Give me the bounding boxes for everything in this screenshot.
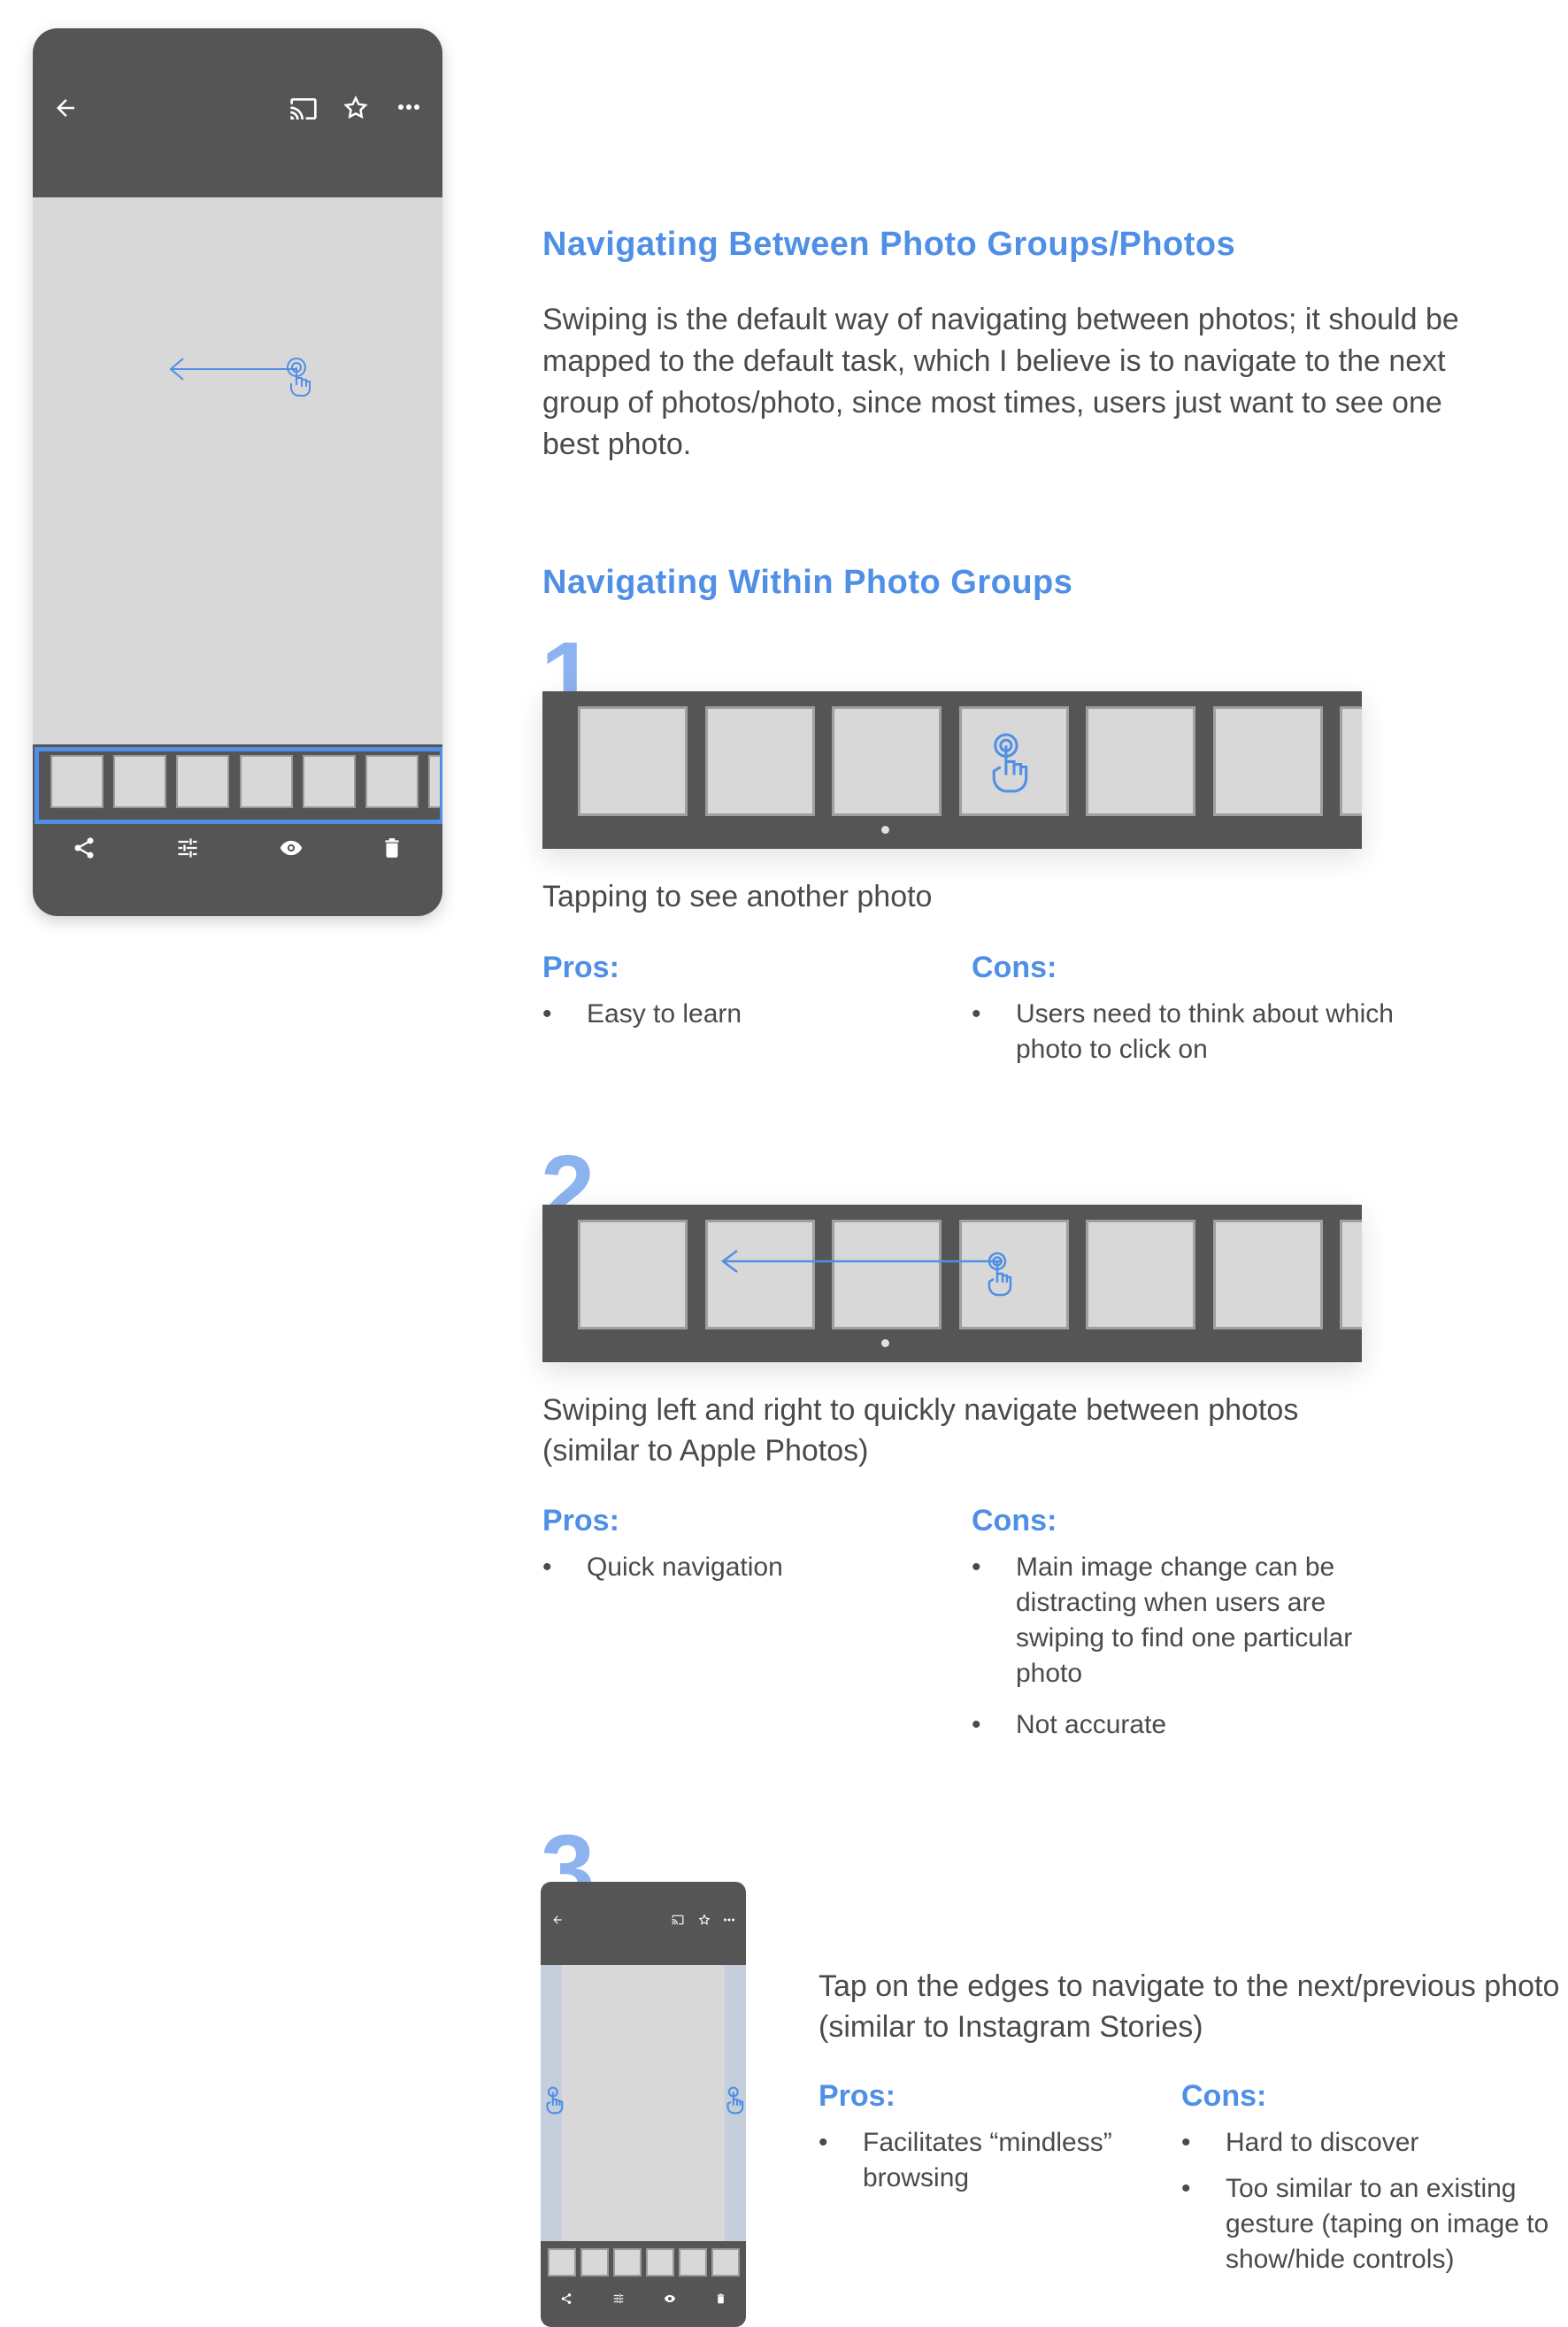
thumbnail[interactable] xyxy=(176,755,229,808)
filmstrip-example-swipe xyxy=(542,1205,1362,1362)
thumbnail[interactable] xyxy=(1213,706,1323,816)
star-icon[interactable] xyxy=(342,95,369,121)
option-caption: Swiping left and right to quickly naviga… xyxy=(542,1393,1299,1468)
hand-pointer-icon xyxy=(992,733,1028,793)
section-paragraph: Swiping is the default way of navigating… xyxy=(542,303,1459,461)
thumbnail[interactable] xyxy=(705,706,815,816)
cons-label: Cons: xyxy=(1181,2079,1267,2113)
thumbnail-tapped[interactable] xyxy=(959,706,1069,816)
thumbnail[interactable] xyxy=(428,755,442,808)
pros-label: Pros: xyxy=(542,1504,619,1537)
scroll-indicator-dot xyxy=(881,1339,889,1347)
more-horizontal-icon xyxy=(724,1918,734,1922)
cast-icon xyxy=(672,1915,684,1925)
pros-item: Easy to learn xyxy=(542,997,941,1032)
thumbnail xyxy=(711,2248,740,2277)
mini-phone-mockup xyxy=(541,1882,746,2327)
section-heading-within-groups: Navigating Within Photo Groups xyxy=(542,564,1073,601)
cast-icon[interactable] xyxy=(289,95,318,123)
pros-item: Quick navigation xyxy=(542,1550,941,1585)
scroll-indicator-dot xyxy=(881,826,889,834)
eye-icon xyxy=(664,2294,676,2303)
hand-pointer-icon xyxy=(287,358,311,397)
more-horizontal-icon[interactable] xyxy=(397,104,420,111)
trash-icon[interactable] xyxy=(380,836,404,860)
thumbnail xyxy=(548,2248,576,2277)
thumbnail[interactable] xyxy=(1340,1220,1362,1329)
thumbnail[interactable] xyxy=(705,1220,815,1329)
swipe-gesture-illustration xyxy=(720,1250,1012,1297)
thumbnail[interactable] xyxy=(1340,706,1362,816)
photo-viewer-area xyxy=(541,1965,746,2241)
cons-item: Hard to discover xyxy=(1181,2125,1568,2161)
phone-mockup xyxy=(33,28,442,916)
cons-item: Too similar to an existing gesture (tapi… xyxy=(1181,2171,1568,2277)
pros-label: Pros: xyxy=(819,2079,895,2113)
swipe-gesture-illustration xyxy=(169,358,311,397)
thumbnail[interactable] xyxy=(959,1220,1069,1329)
thumbnail[interactable] xyxy=(832,1220,942,1329)
hand-pointer-icon xyxy=(726,2086,744,2115)
thumbnail xyxy=(580,2248,609,2277)
arrow-left-icon[interactable] xyxy=(52,95,79,121)
thumbnail[interactable] xyxy=(113,755,166,808)
hand-pointer-icon xyxy=(988,1252,1012,1297)
thumbnail[interactable] xyxy=(365,755,419,808)
share-icon xyxy=(561,2293,572,2304)
thumbnail xyxy=(679,2248,707,2277)
thumbnail xyxy=(613,2248,642,2277)
thumbnail[interactable] xyxy=(240,755,293,808)
cons-label: Cons: xyxy=(972,1504,1057,1537)
eye-icon[interactable] xyxy=(277,836,305,860)
option-caption: Tapping to see another photo xyxy=(542,880,933,913)
thumbnail[interactable] xyxy=(1086,1220,1195,1329)
hand-pointer-icon xyxy=(546,2086,564,2115)
section-heading-between-groups: Navigating Between Photo Groups/Photos xyxy=(542,226,1236,263)
trash-icon xyxy=(717,2293,725,2304)
pros-label: Pros: xyxy=(542,951,619,984)
pros-item: Facilitates “mindless” browsing xyxy=(819,2125,1172,2196)
share-icon[interactable] xyxy=(72,836,96,860)
thumbnail[interactable] xyxy=(50,755,104,808)
filmstrip-example-tap xyxy=(542,691,1362,849)
sliders-icon[interactable] xyxy=(175,836,200,860)
option-caption: Tap on the edges to navigate to the next… xyxy=(819,1969,1560,2044)
thumbnail-strip-highlight xyxy=(35,747,442,824)
cons-item: Users need to think about which photo to… xyxy=(972,997,1396,1067)
cons-item: Not accurate xyxy=(972,1707,1396,1743)
thumbnail[interactable] xyxy=(1213,1220,1323,1329)
thumbnail[interactable] xyxy=(1086,706,1195,816)
sliders-icon xyxy=(613,2293,624,2304)
star-icon xyxy=(698,1914,711,1925)
photo-viewer-area[interactable] xyxy=(33,197,442,774)
arrow-left-icon xyxy=(553,1915,562,1924)
left-edge-tap-zone[interactable] xyxy=(541,1965,562,2241)
cons-item: Main image change can be distracting whe… xyxy=(972,1550,1396,1691)
thumbnail[interactable] xyxy=(578,1220,688,1329)
thumbnail[interactable] xyxy=(578,706,688,816)
cons-label: Cons: xyxy=(972,951,1057,984)
thumbnail[interactable] xyxy=(303,755,356,808)
thumbnail[interactable] xyxy=(832,706,942,816)
thumbnail xyxy=(646,2248,674,2277)
